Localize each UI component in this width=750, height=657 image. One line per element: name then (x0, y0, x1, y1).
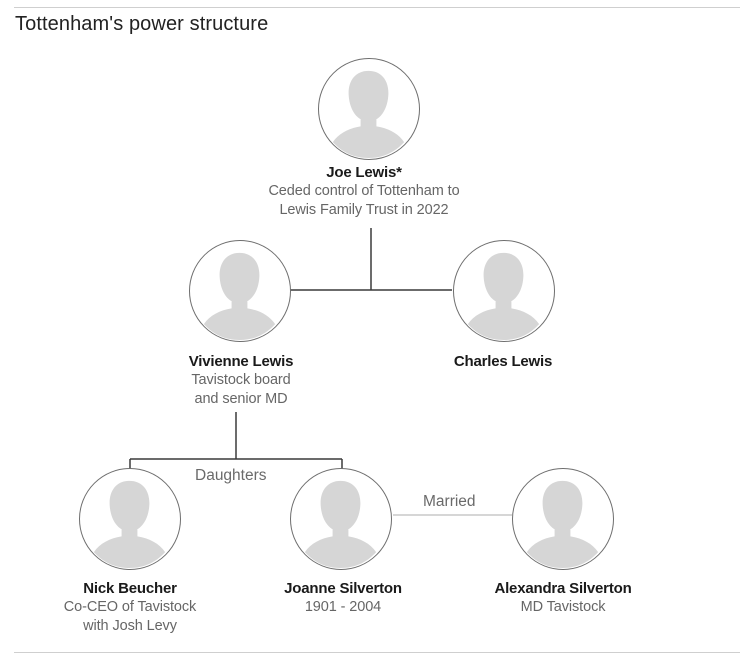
label-joanne-silverton: Joanne Silverton 1901 - 2004 (213, 579, 473, 617)
avatar-nick-beucher (79, 468, 181, 570)
person-name: Alexandra Silverton (494, 580, 632, 597)
diagram-title: Tottenham's power structure (15, 13, 269, 35)
label-charles-lewis: Charles Lewis (373, 352, 633, 371)
person-name: Joe Lewis* (326, 164, 402, 181)
person-name: Nick Beucher (83, 580, 177, 597)
person-silhouette-icon (467, 252, 540, 340)
label-alexandra-silverton: Alexandra Silverton MD Tavistock (433, 579, 693, 617)
top-rule (14, 7, 740, 8)
person-desc: and senior MD (194, 391, 288, 407)
person-silhouette-icon (526, 480, 599, 568)
label-nick-beucher: Nick Beucher Co-CEO of Tavistock with Jo… (0, 579, 260, 636)
person-silhouette-icon (304, 480, 377, 568)
person-name: Joanne Silverton (284, 580, 402, 597)
person-desc: Tavistock board (191, 372, 291, 388)
relation-married: Married (423, 493, 476, 510)
person-desc: Lewis Family Trust in 2022 (279, 202, 449, 218)
person-desc: 1901 - 2004 (304, 599, 382, 615)
person-silhouette-icon (332, 70, 405, 158)
person-desc: Co-CEO of Tavistock (63, 599, 197, 615)
person-desc: with Josh Levy (83, 618, 177, 634)
avatar-joe-lewis (318, 58, 420, 160)
person-desc: Ceded control of Tottenham to (268, 183, 460, 199)
label-vivienne-lewis: Vivienne Lewis Tavistock board and senio… (111, 352, 371, 409)
avatar-alexandra-silverton (512, 468, 614, 570)
relation-daughters: Daughters (195, 467, 267, 484)
label-joe-lewis: Joe Lewis* Ceded control of Tottenham to… (234, 163, 494, 220)
avatar-charles-lewis (453, 240, 555, 342)
person-name: Vivienne Lewis (188, 353, 294, 370)
person-name: Charles Lewis (453, 353, 553, 370)
person-silhouette-icon (93, 480, 166, 568)
person-silhouette-icon (203, 252, 276, 340)
avatar-joanne-silverton (290, 468, 392, 570)
bottom-rule (14, 652, 740, 653)
person-desc: MD Tavistock (520, 599, 606, 615)
avatar-vivienne-lewis (189, 240, 291, 342)
